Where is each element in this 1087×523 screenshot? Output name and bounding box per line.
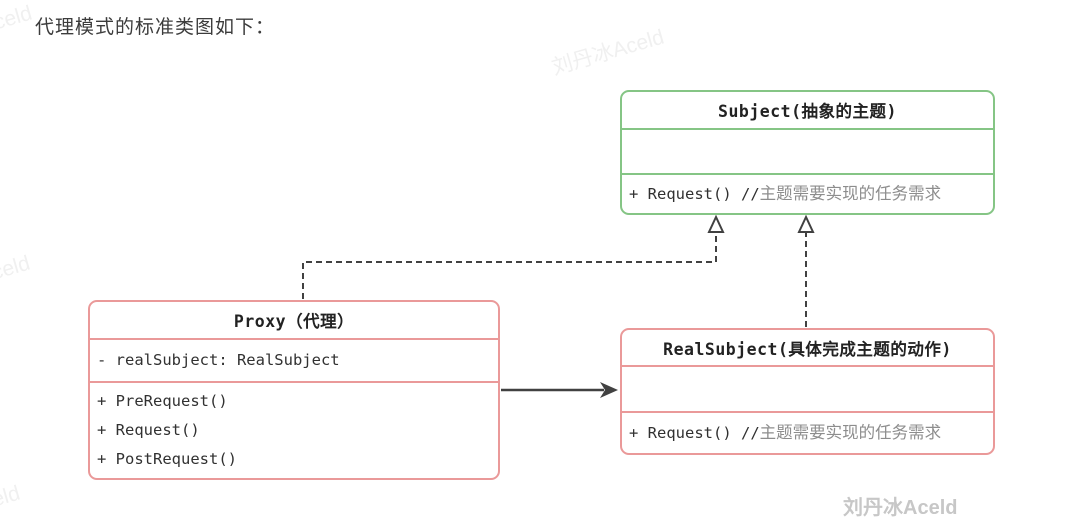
realization-hollow-arrowhead [707, 214, 725, 233]
class-attributes-proxy: - realSubject: RealSubject [90, 337, 498, 381]
page-title: 代理模式的标准类图如下： [35, 17, 276, 38]
method-line: + Request() [97, 421, 200, 439]
method-line: + Request() //主题需要实现的任务需求 [629, 418, 986, 448]
class-attributes-realsubject [622, 365, 993, 411]
association-arrowhead [600, 382, 618, 398]
class-methods-realsubject: + Request() //主题需要实现的任务需求 [622, 411, 993, 453]
method-code: + Request() // [629, 185, 760, 203]
class-methods-proxy: + PreRequest() + Request() + PostRequest… [90, 381, 498, 478]
class-methods-subject: + Request() //主题需要实现的任务需求 [622, 173, 993, 213]
proxy-to-subject-dashed-line [302, 232, 717, 299]
method-comment: 主题需要实现的任务需求 [759, 184, 942, 203]
author-watermark: 刘丹冰Aceld [843, 497, 958, 519]
class-title-proxy: Proxy（代理） [233, 311, 355, 331]
attribute-line: - realSubject: RealSubject [97, 350, 340, 369]
method-line: + Request() //主题需要实现的任务需求 [629, 179, 986, 209]
class-attributes-subject [622, 128, 993, 173]
method-line: + PreRequest() [97, 392, 228, 410]
class-box-subject: Subject(抽象的主题) + Request() //主题需要实现的任务需求 [620, 90, 995, 215]
class-title-subject: Subject(抽象的主题) [718, 102, 897, 121]
method-code: + Request() // [629, 424, 760, 442]
class-title-realsubject: RealSubject(具体完成主题的动作) [663, 339, 952, 359]
class-box-proxy: Proxy（代理） - realSubject: RealSubject + P… [88, 300, 500, 480]
class-box-realsubject: RealSubject(具体完成主题的动作) + Request() //主题需… [620, 328, 995, 455]
method-comment: 主题需要实现的任务需求 [759, 423, 942, 442]
realization-hollow-arrowhead [797, 214, 815, 233]
method-line: + PostRequest() [97, 450, 237, 468]
